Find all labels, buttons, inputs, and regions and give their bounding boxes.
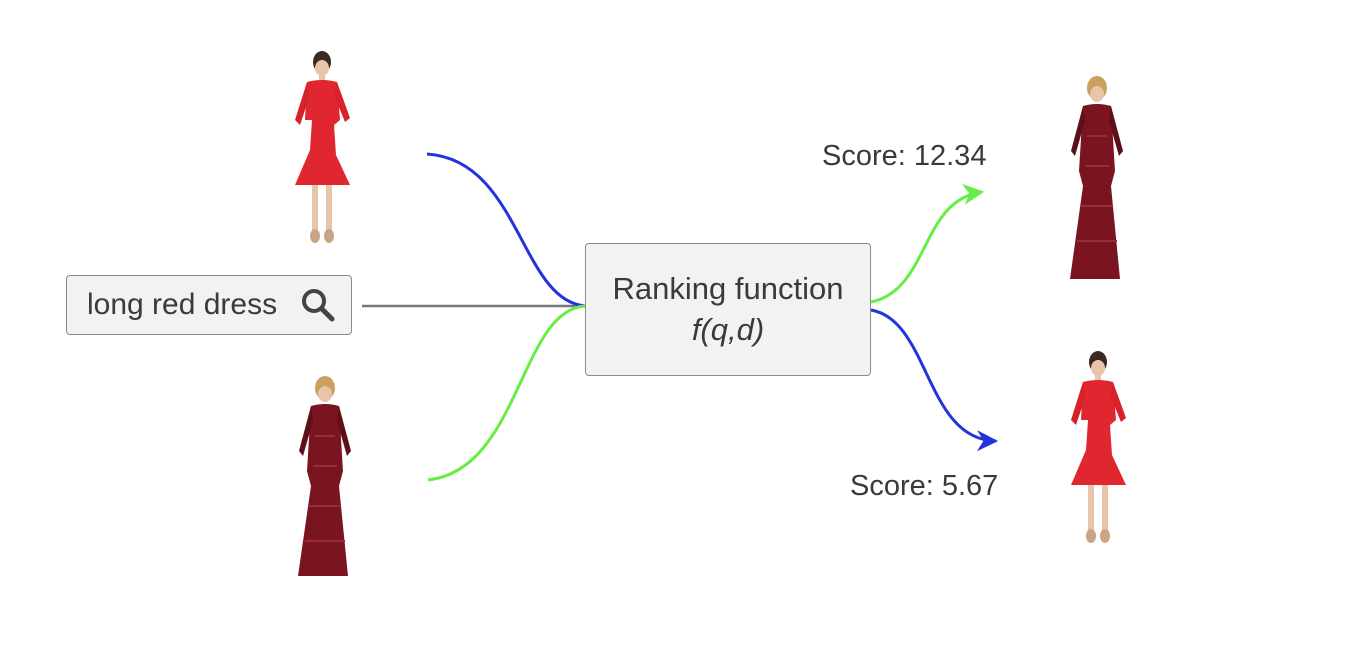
input-edge-red-dress	[426, 152, 586, 308]
dress-long-lace-output	[1070, 76, 1123, 279]
search-query-text: long red dress	[87, 288, 278, 321]
score-label-bottom: Score: 5.67	[850, 470, 999, 502]
ranking-formula: f(q,d)	[691, 311, 765, 347]
dress-short-red-input	[295, 51, 350, 243]
score-label-top: Score: 12.34	[822, 140, 987, 172]
ranking-function-box: Ranking function f(q,d)	[585, 243, 871, 376]
dress-long-lace-input	[298, 376, 351, 576]
output-edge-bottom	[870, 308, 999, 452]
search-icon[interactable]	[301, 288, 335, 322]
output-edge-top	[870, 184, 985, 304]
input-edge-lace-dress	[427, 304, 586, 482]
dress-short-red-output	[1071, 351, 1126, 543]
search-box[interactable]: long red dress	[66, 275, 352, 335]
ranking-title: Ranking function	[612, 271, 844, 307]
